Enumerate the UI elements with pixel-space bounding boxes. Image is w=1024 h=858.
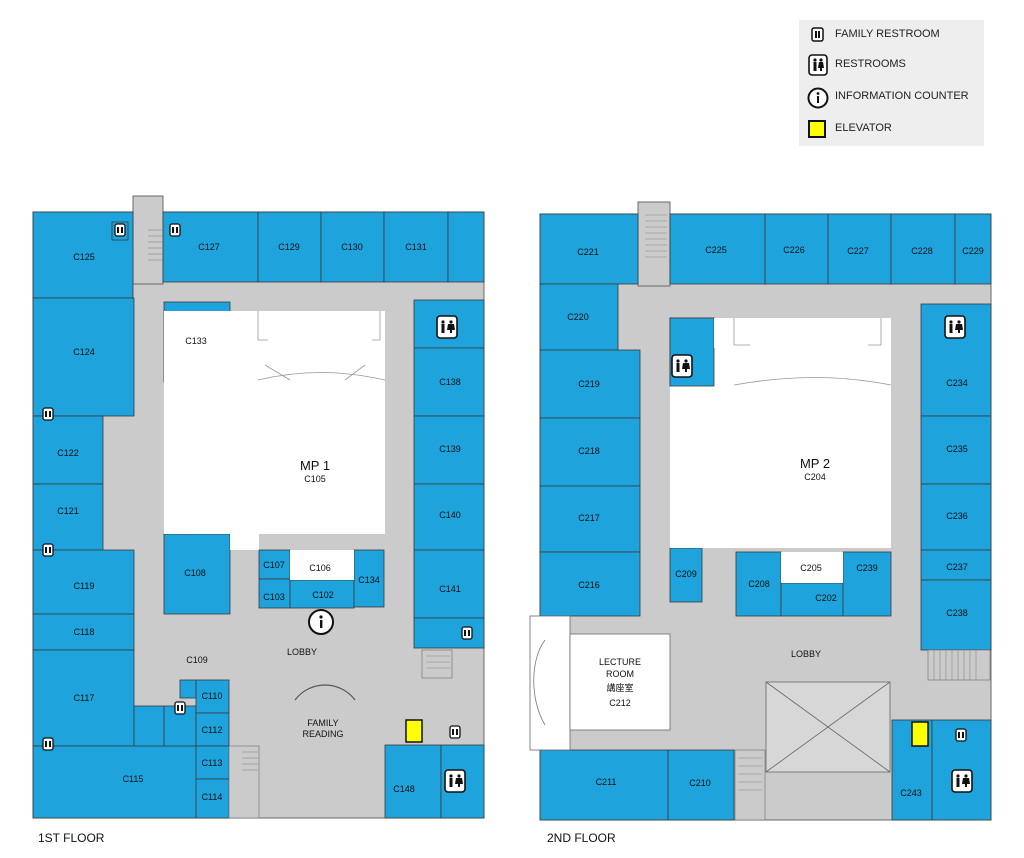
- room-c125[interactable]: C125: [73, 252, 95, 262]
- room-c243[interactable]: C243: [900, 788, 922, 798]
- lobby-label: LOBBY: [287, 647, 317, 657]
- room-c121[interactable]: C121: [57, 506, 79, 516]
- room-c239[interactable]: C239: [856, 563, 878, 573]
- main-hall-mp1[interactable]: MP 1: [300, 458, 330, 473]
- first-floor-plan: [32, 195, 485, 819]
- legend-item-elevator: ELEVATOR: [799, 116, 984, 140]
- room-c141[interactable]: C141: [439, 584, 461, 594]
- lecture-room-code-c212[interactable]: C212: [609, 698, 631, 708]
- legend-item-information: INFORMATION COUNTER: [799, 84, 984, 109]
- room-c205[interactable]: C205: [800, 563, 822, 573]
- room-c202[interactable]: C202: [815, 593, 837, 603]
- map-legend: FAMILY RESTROOM RESTROOMS INFORMATION CO…: [799, 20, 984, 146]
- room-c235[interactable]: C235: [946, 444, 968, 454]
- room-c117[interactable]: C117: [74, 693, 95, 703]
- room-c109[interactable]: C109: [186, 655, 208, 665]
- room-c114[interactable]: C114: [202, 792, 223, 802]
- room-c208[interactable]: C208: [748, 579, 770, 589]
- room-c134[interactable]: C134: [358, 575, 380, 585]
- floor-label-second: 2ND FLOOR: [547, 831, 616, 845]
- elevator-icon: [808, 120, 826, 138]
- second-floor-plan: [529, 201, 992, 821]
- room-c228[interactable]: C228: [911, 246, 933, 256]
- room-c131[interactable]: C131: [405, 242, 427, 252]
- room-c107[interactable]: C107: [263, 560, 285, 570]
- family-reading-label-line1[interactable]: FAMILY: [307, 718, 338, 728]
- lecture-room-label-chinese[interactable]: 講座室: [606, 682, 633, 693]
- legend-label: RESTROOMS: [835, 58, 906, 70]
- legend-label: INFORMATION COUNTER: [835, 90, 969, 102]
- room-c106[interactable]: C106: [309, 563, 331, 573]
- room-c119[interactable]: C119: [74, 581, 95, 591]
- room-c122[interactable]: C122: [57, 448, 79, 458]
- room-c139[interactable]: C139: [439, 444, 461, 454]
- restrooms-icon: [808, 54, 828, 76]
- room-c118[interactable]: C118: [74, 627, 95, 637]
- legend-item-family-restroom: FAMILY RESTROOM: [799, 22, 984, 46]
- lecture-room-label-line2[interactable]: ROOM: [606, 669, 634, 679]
- room-c129[interactable]: C129: [278, 242, 300, 252]
- lobby-label: LOBBY: [791, 649, 821, 659]
- room-c108[interactable]: C108: [184, 568, 206, 578]
- legend-label: FAMILY RESTROOM: [835, 28, 940, 40]
- main-hall-code-c204: C204: [804, 472, 826, 482]
- room-c148[interactable]: C148: [393, 784, 415, 794]
- family-reading-label-line2[interactable]: READING: [302, 729, 343, 739]
- room-c115[interactable]: C115: [123, 774, 144, 784]
- room-c211[interactable]: C211: [596, 777, 617, 787]
- main-hall-code-c105: C105: [304, 474, 326, 484]
- room-c127[interactable]: C127: [198, 242, 220, 252]
- legend-label: ELEVATOR: [835, 122, 892, 134]
- legend-item-restrooms: RESTROOMS: [799, 52, 984, 76]
- second-floor-labels: C221 C225 C226 C227 C228 C229 C220 C219 …: [567, 245, 984, 798]
- room-c225[interactable]: C225: [705, 245, 727, 255]
- room-c218[interactable]: C218: [578, 446, 600, 456]
- floor-label-first: 1ST FLOOR: [38, 831, 105, 845]
- room-c229[interactable]: C229: [962, 246, 984, 256]
- room-c217[interactable]: C217: [578, 513, 600, 523]
- room-c113[interactable]: C113: [202, 758, 223, 768]
- room-c124[interactable]: C124: [73, 347, 95, 357]
- room-c110[interactable]: C110: [202, 691, 223, 701]
- room-c234[interactable]: C234: [946, 378, 968, 388]
- room-c130[interactable]: C130: [341, 242, 363, 252]
- information-counter-icon: [308, 609, 334, 635]
- room-c227[interactable]: C227: [847, 246, 869, 256]
- room-c220[interactable]: C220: [567, 312, 589, 322]
- room-c138[interactable]: C138: [439, 377, 461, 387]
- room-c237[interactable]: C237: [946, 562, 968, 572]
- room-c112[interactable]: C112: [202, 725, 223, 735]
- information-icon: [807, 87, 829, 109]
- room-c221[interactable]: C221: [577, 247, 599, 257]
- room-c238[interactable]: C238: [946, 608, 968, 618]
- room-c226[interactable]: C226: [783, 245, 805, 255]
- room-c236[interactable]: C236: [946, 511, 968, 521]
- family-restroom-icon: [811, 27, 824, 42]
- room-c103[interactable]: C103: [263, 592, 285, 602]
- room-c219[interactable]: C219: [578, 379, 600, 389]
- room-c102[interactable]: C102: [312, 590, 334, 600]
- room-c210[interactable]: C210: [689, 778, 711, 788]
- room-c133[interactable]: C133: [185, 336, 207, 346]
- room-c140[interactable]: C140: [439, 510, 461, 520]
- room-c209[interactable]: C209: [675, 569, 697, 579]
- room-c216[interactable]: C216: [578, 580, 600, 590]
- first-floor-labels: C125 C127 C129 C130 C131 C124 C133 C122 …: [57, 242, 461, 802]
- lecture-room-label-line1[interactable]: LECTURE: [599, 657, 641, 667]
- main-hall-mp2[interactable]: MP 2: [800, 456, 830, 471]
